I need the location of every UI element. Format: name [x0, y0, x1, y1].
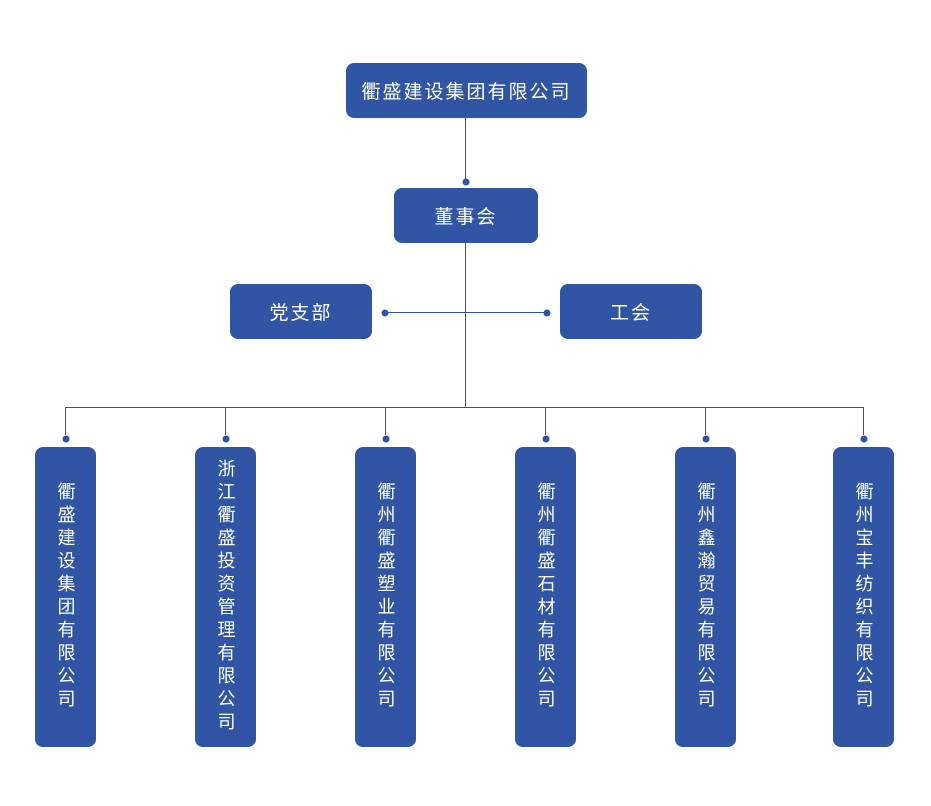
subsidiary-box-4: 衢州衢盛石材有限公司 [515, 447, 576, 747]
subsidiary-label-5: 衢州鑫瀚贸易有限公司 [695, 482, 716, 712]
subsidiary-label-6: 衢州宝丰纺织有限公司 [853, 482, 874, 712]
connector-drop-line-2 [225, 407, 226, 435]
connector-party-union-line [384, 312, 548, 313]
connector-dot-sub-3 [382, 435, 389, 443]
connector-dot-sub-1 [62, 435, 69, 443]
connector-drop-line-3 [385, 407, 386, 435]
board-label: 董事会 [434, 207, 498, 228]
connector-drop-line-6 [863, 407, 864, 435]
root-company-label: 衢盛建设集团有限公司 [361, 82, 572, 103]
board-box: 董事会 [394, 188, 538, 243]
subsidiary-box-6: 衢州宝丰纺织有限公司 [833, 447, 894, 747]
party-branch-label: 党支部 [269, 303, 333, 324]
connector-dot-sub-5 [702, 435, 709, 443]
subsidiary-label-2: 浙江衢盛投资管理有限公司 [215, 459, 236, 735]
connector-dot-board [462, 178, 470, 186]
subsidiary-label-4: 衢州衢盛石材有限公司 [535, 482, 556, 712]
connector-dot-party [381, 309, 389, 316]
connector-dot-sub-6 [860, 435, 867, 443]
union-label: 工会 [609, 303, 652, 324]
connector-board-trunk-line [465, 243, 466, 407]
connector-dot-sub-2 [222, 435, 229, 443]
connector-drop-line-4 [545, 407, 546, 435]
subsidiary-label-1: 衢盛建设集团有限公司 [55, 482, 76, 712]
connector-drop-line-5 [705, 407, 706, 435]
connector-distribution-line [65, 407, 863, 408]
root-company-box: 衢盛建设集团有限公司 [346, 63, 587, 118]
connector-dot-sub-4 [542, 435, 549, 443]
subsidiary-label-3: 衢州衢盛塑业有限公司 [375, 482, 396, 712]
connector-dot-union [543, 309, 551, 316]
connector-drop-line-1 [65, 407, 66, 435]
party-branch-box: 党支部 [230, 284, 372, 339]
union-box: 工会 [560, 284, 702, 339]
connector-root-board-line [465, 118, 466, 179]
subsidiary-box-2: 浙江衢盛投资管理有限公司 [195, 447, 256, 747]
subsidiary-box-1: 衢盛建设集团有限公司 [35, 447, 96, 747]
subsidiary-box-3: 衢州衢盛塑业有限公司 [355, 447, 416, 747]
subsidiary-box-5: 衢州鑫瀚贸易有限公司 [675, 447, 736, 747]
